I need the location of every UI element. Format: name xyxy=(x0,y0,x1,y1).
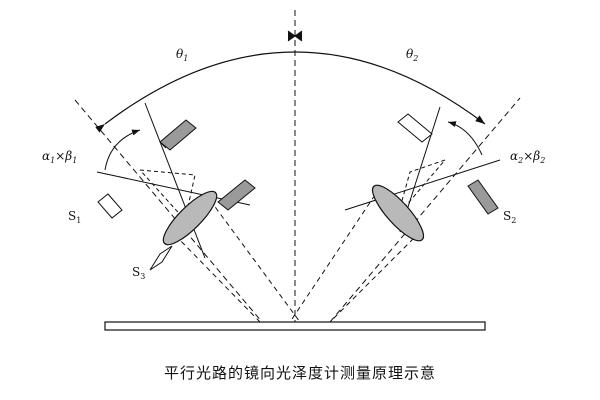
right-upper-slit xyxy=(397,113,433,143)
left-beam-lower xyxy=(174,234,330,323)
s1-slit xyxy=(97,193,123,219)
left-ray-triangle xyxy=(139,169,196,222)
sample-plate xyxy=(104,321,486,331)
theta-arc-arrowhead-right xyxy=(294,30,303,42)
figure-caption: 平行光路的镜向光泽度计测量原理示意 xyxy=(163,364,436,382)
right-lens xyxy=(371,184,425,242)
s1-label: S1 xyxy=(68,209,81,225)
s3-label: S3 xyxy=(132,265,145,281)
alpha2-arc xyxy=(447,121,483,156)
right-axis-line xyxy=(344,159,501,211)
left-upper-slit xyxy=(159,119,197,151)
left-lens xyxy=(162,190,218,246)
right-beam-upper xyxy=(289,194,376,323)
right-beam-lower xyxy=(329,231,421,323)
s2-slit xyxy=(467,179,499,215)
s2-label: S2 xyxy=(503,209,516,225)
alpha1-arc xyxy=(104,129,141,171)
s3-slit xyxy=(149,245,173,271)
theta2-label: θ2 xyxy=(406,47,418,63)
left-incidence-line xyxy=(74,99,263,323)
left-beam-upper xyxy=(209,199,301,323)
right-ray-triangle xyxy=(397,159,446,216)
alpha1-beta1-label: α1×β1 xyxy=(42,149,77,165)
theta1-label: θ1 xyxy=(176,47,188,63)
alpha2-beta2-label: α2×β2 xyxy=(510,149,545,165)
right-reflection-line xyxy=(329,97,521,323)
theta-arc-arrowhead-left xyxy=(287,30,296,42)
left-mid-slit xyxy=(217,179,256,211)
theta-arc xyxy=(95,51,486,133)
